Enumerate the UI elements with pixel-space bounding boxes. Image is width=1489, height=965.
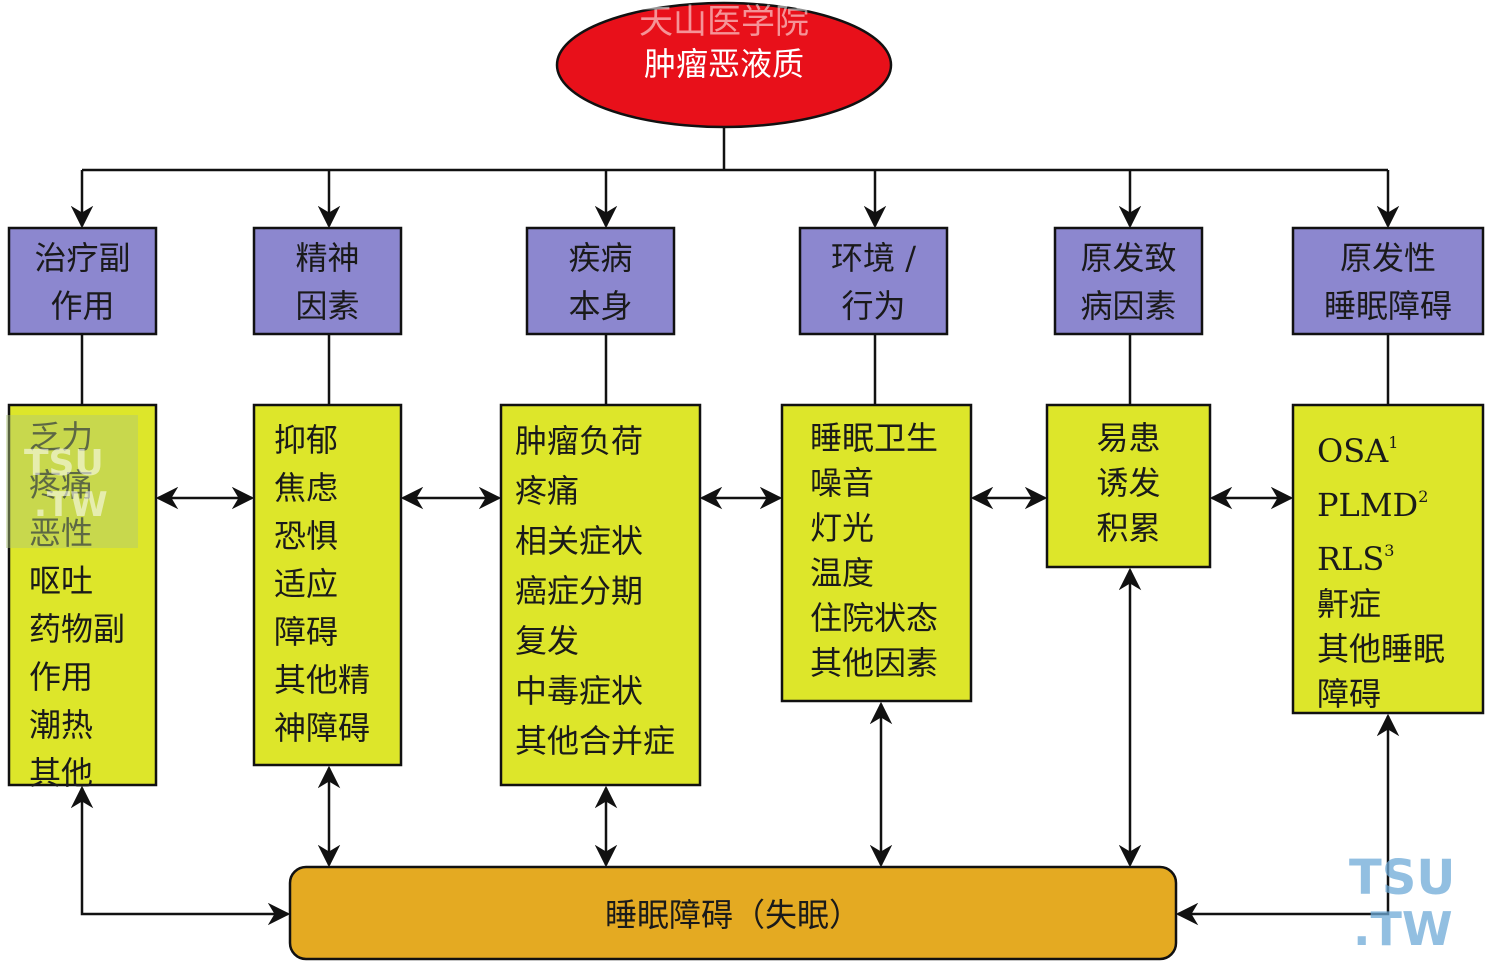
detail-item: 其他因素 [810, 644, 939, 682]
root-node-ellipse [555, 1, 893, 129]
category-label-line1: 原发致 [1080, 239, 1177, 277]
category-disease-itself: 疾病 本身 [527, 228, 674, 334]
detail-item: 复发 [515, 622, 580, 660]
watermark-text: .TW [1353, 902, 1453, 956]
detail-list-psychological: 抑郁 焦虑 恐惧 适应 障碍 其他精 神障碍 [254, 416, 401, 752]
detail-item: 抑郁 [274, 421, 339, 459]
detail-item: 其他合并症 [515, 722, 676, 760]
category-label-line1: 精神 [295, 239, 360, 277]
category-label-line1: 原发性 [1339, 239, 1436, 277]
detail-item: 睡眠卫生 [810, 419, 939, 457]
footnote-marker: 2 [1418, 487, 1429, 506]
outcome-box [288, 865, 1178, 961]
detail-item: 肿瘤负荷 [515, 422, 644, 460]
detail-item: 其他精 [274, 661, 371, 699]
detail-item: 适应 [274, 565, 339, 603]
detail-item-text: OSA [1317, 432, 1389, 470]
detail-item: 诱发 [1096, 464, 1161, 502]
category-environment-behavior: 环境 / 行为 [800, 228, 947, 334]
category-label-line1: 治疗副 [34, 239, 131, 277]
detail-item: 恐惧 [274, 517, 339, 555]
root-node-label: 肿瘤恶液质 [643, 45, 804, 83]
detail-item-text: RLS [1317, 540, 1385, 578]
connectors [70, 127, 1400, 926]
detail-item: 疼痛 [29, 466, 94, 504]
watermark-logo-left: TSU .TW [6, 415, 138, 548]
category-psychological-factors: 精神 因素 [254, 228, 401, 334]
arrow-elbow-right [1175, 713, 1400, 926]
detail-item: 神障碍 [274, 709, 371, 747]
watermark-text: .TW [34, 485, 108, 525]
category-label-line1: 环境 / [831, 239, 916, 277]
detail-item: 乏力 [29, 418, 94, 456]
category-box [1291, 226, 1485, 336]
category-label-line2: 因素 [295, 287, 360, 325]
category-box [525, 226, 676, 336]
detail-item: 药物副 [29, 610, 126, 648]
detail-item: 积累 [1096, 509, 1161, 547]
detail-list-treatment: 乏力 疼痛 恶性 呕吐 药物副 作用 潮热 其他 [9, 413, 156, 797]
detail-box [7, 403, 158, 787]
category-label-line2: 睡眠障碍 [1323, 287, 1452, 325]
detail-item: 潮热 [29, 706, 94, 744]
category-label-line2: 本身 [568, 287, 633, 325]
detail-item: 障碍 [274, 613, 339, 651]
category-box [1053, 226, 1204, 336]
category-label-line1: 疾病 [568, 239, 633, 277]
detail-item: PLMD2 [1317, 474, 1483, 528]
category-label-line2: 病因素 [1080, 287, 1177, 325]
detail-item: RLS3 [1317, 528, 1483, 582]
detail-item: 恶性 [29, 514, 94, 552]
detail-box [780, 403, 973, 703]
detail-item: 中毒症状 [515, 672, 644, 710]
detail-box [1291, 403, 1485, 715]
detail-box [252, 403, 403, 767]
detail-item: 疼痛 [515, 472, 580, 510]
detail-item: 噪音 [810, 464, 875, 502]
detail-list-disease: 肿瘤负荷 疼痛 相关症状 癌症分期 复发 中毒症状 其他合并症 [495, 416, 700, 766]
detail-item: 其他睡眠 [1317, 630, 1446, 668]
detail-item: 呕吐 [29, 562, 94, 600]
category-primary-sleep-disorders: 原发性 睡眠障碍 [1293, 228, 1483, 334]
detail-item: 住院状态 [810, 599, 939, 637]
watermark-text: TSU [1349, 850, 1456, 906]
category-label-line2: 行为 [841, 287, 906, 325]
outcome-label: 睡眠障碍（失眠） [604, 896, 861, 934]
detail-list-primary-sleep: OSA1 PLMD2 RLS3 鼾症 其他睡眠 障碍 [1293, 420, 1483, 717]
watermark-text-top: 天山医学院 [639, 2, 809, 42]
watermark-logo-corner: TSU .TW [1345, 850, 1475, 956]
footnote-marker: 3 [1384, 541, 1395, 560]
detail-item: 作用 [29, 658, 94, 696]
detail-item: 其他 [29, 754, 94, 792]
category-treatment-side-effects: 治疗副 作用 [9, 228, 156, 334]
arrow-elbow-left [70, 785, 291, 926]
detail-item-text: PLMD [1317, 486, 1419, 524]
detail-list-predisposing: 易患 诱发 积累 [1047, 416, 1210, 551]
detail-item: 相关症状 [515, 522, 644, 560]
detail-item: 癌症分期 [515, 572, 644, 610]
shapes [7, 1, 1485, 961]
detail-box [1045, 403, 1212, 569]
detail-item: 障碍 [1317, 675, 1382, 713]
detail-item: 灯光 [810, 509, 875, 547]
detail-list-environment: 睡眠卫生 噪音 灯光 温度 住院状态 其他因素 [790, 416, 973, 686]
detail-item: 易患 [1096, 419, 1161, 457]
watermark-text: TSU [24, 443, 104, 484]
category-label-line2: 作用 [50, 287, 115, 325]
detail-item: OSA1 [1317, 420, 1483, 474]
detail-item: 温度 [810, 554, 875, 592]
footnote-marker: 1 [1388, 433, 1399, 452]
category-box [252, 226, 403, 336]
category-predisposing-factors: 原发致 病因素 [1055, 228, 1202, 334]
detail-box [499, 403, 702, 787]
category-box [798, 226, 949, 336]
category-box [7, 226, 158, 336]
detail-item: 鼾症 [1317, 585, 1382, 623]
detail-item: 焦虑 [274, 469, 339, 507]
